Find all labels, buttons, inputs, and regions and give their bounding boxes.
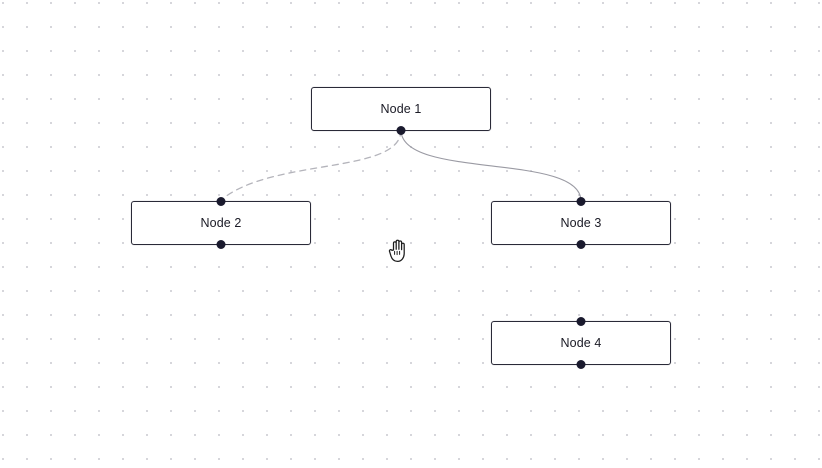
- node-1-label: Node 1: [380, 102, 422, 116]
- node-3-label: Node 3: [560, 216, 602, 230]
- node-4-handle-top[interactable]: [576, 317, 586, 326]
- node-2-handle-bottom[interactable]: [216, 240, 226, 249]
- edge-node-1-to-node-3[interactable]: [400, 129, 582, 202]
- node-1[interactable]: Node 1: [311, 87, 491, 135]
- node-4[interactable]: Node 4: [491, 317, 671, 369]
- node-2-label: Node 2: [200, 216, 242, 230]
- node-4-handle-bottom[interactable]: [576, 360, 586, 369]
- node-3-handle-bottom[interactable]: [576, 240, 586, 249]
- node-3[interactable]: Node 3: [491, 197, 671, 249]
- grabbing-hand-cursor: [388, 239, 405, 263]
- node-1-handle-bottom[interactable]: [396, 126, 406, 135]
- node-3-handle-top[interactable]: [576, 197, 586, 206]
- node-2-handle-top[interactable]: [216, 197, 226, 206]
- node-4-label: Node 4: [560, 336, 602, 350]
- edge-node-1-to-node-2[interactable]: [219, 129, 402, 202]
- node-2[interactable]: Node 2: [131, 197, 311, 249]
